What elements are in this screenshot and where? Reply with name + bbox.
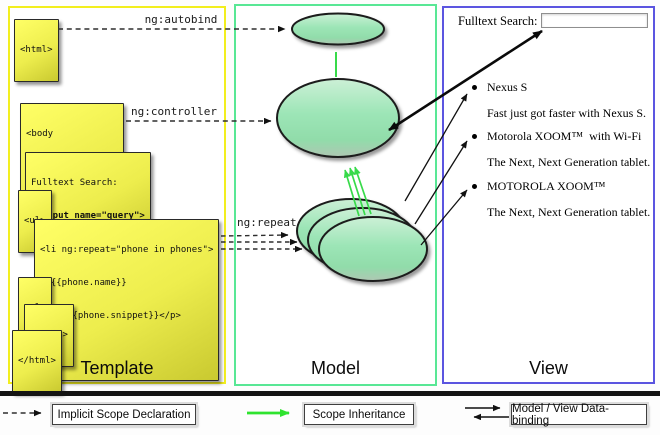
view-item-title: MOTOROLA XOOM™ — [487, 179, 606, 193]
bullet-icon — [472, 134, 477, 139]
view-item-desc: The Next, Next Generation tablet. — [487, 205, 651, 219]
view-item-title: Motorola XOOM™ with Wi-Fi — [487, 129, 642, 143]
ng-controller-label: ng:controller — [130, 105, 218, 118]
template-panel-label: Template — [80, 358, 154, 378]
legend-scope-inheritance: Scope Inheritance — [304, 404, 414, 425]
phonelist-prop-query: query: String — [298, 122, 378, 133]
fulltext-search-input[interactable] — [541, 13, 648, 28]
ng-repeat-label: ng:repeat — [237, 216, 297, 229]
repeater-scope-label: Repeater Scope phone: Object — [319, 228, 427, 269]
view-item-title: Nexus S — [487, 80, 528, 94]
bullet-icon — [472, 184, 477, 189]
code-html-open: <html> — [14, 19, 59, 82]
root-scope-label: Root Scope — [322, 16, 354, 40]
view-search-label: Fulltext Search: — [458, 14, 538, 28]
phonelist-prop-phones: phones: Array — [298, 133, 378, 144]
legend-implicit-scope-declaration: Implicit Scope Declaration — [52, 404, 196, 425]
bullet-icon — [472, 85, 477, 90]
legend-separator — [0, 391, 660, 396]
code-html-close: </html> — [12, 330, 62, 393]
view-item-desc: Fast just got faster with Nexus S. — [487, 106, 646, 120]
phonelistctrl-scope-label: PhoneListCtrl Scope query: String phones… — [277, 90, 399, 144]
view-panel — [442, 6, 655, 384]
legend-model-view-data-binding: Model / View Data-binding — [511, 403, 647, 427]
repeater-prop-phone: phone: Object — [333, 258, 413, 269]
model-panel-label: Model — [310, 358, 361, 378]
ng-autobind-label: ng:autobind — [144, 13, 218, 26]
view-panel-label: View — [529, 358, 568, 378]
model-panel — [234, 4, 437, 386]
view-item-desc: The Next, Next Generation tablet. — [487, 155, 651, 169]
